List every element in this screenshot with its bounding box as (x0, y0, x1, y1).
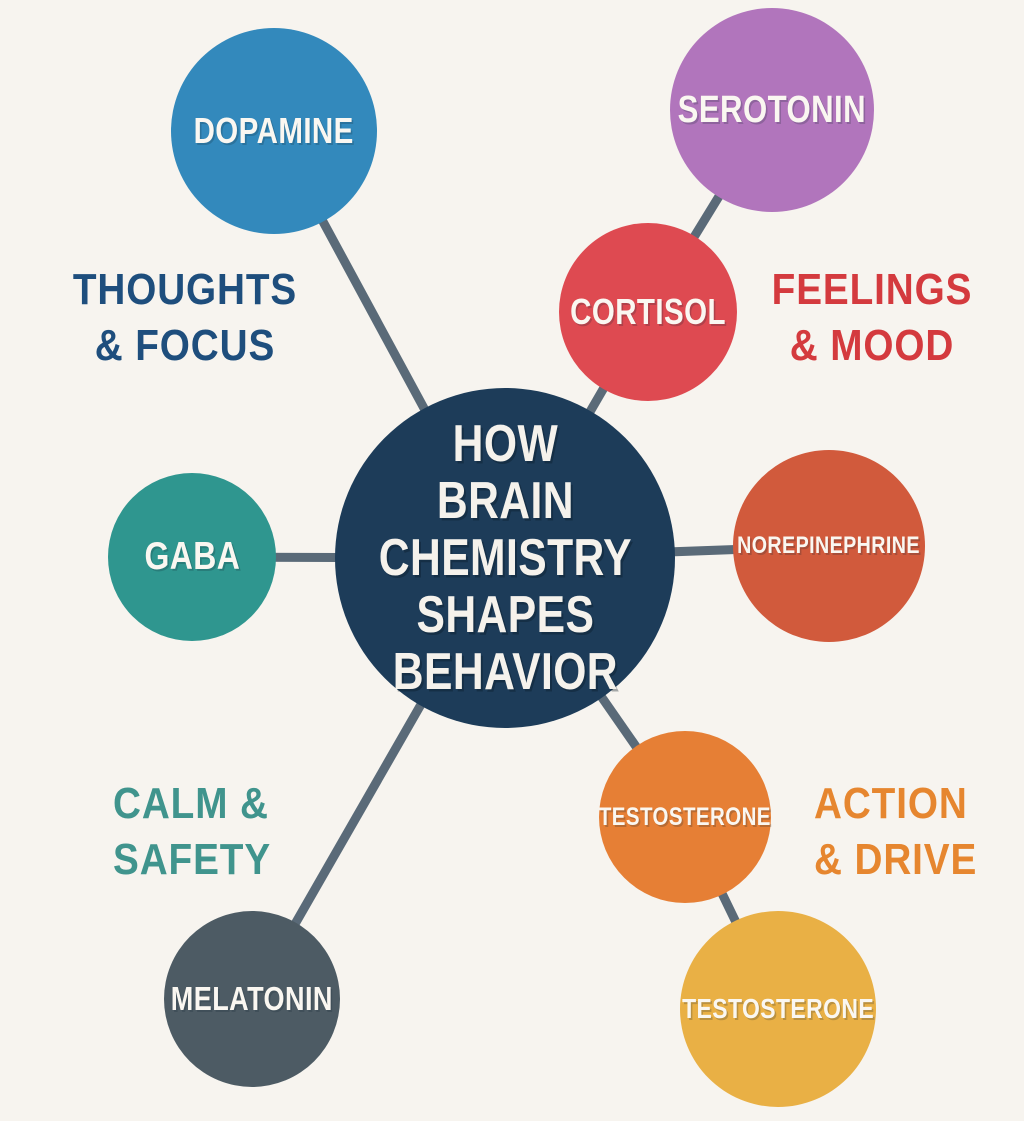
center-title-line-1: HOW (452, 414, 558, 473)
label-feelings-mood-line-1: FEELINGS (771, 265, 973, 314)
node-dopamine-label: DOPAMINE (193, 110, 355, 151)
node-melatonin-label: MELATONIN (170, 980, 334, 1017)
center-title-line-5: BEHAVIOR (392, 642, 618, 701)
node-serotonin: SEROTONIN (670, 8, 874, 212)
node-cortisol: CORTISOL (559, 223, 737, 401)
center-title-text: HOW BRAIN CHEMISTRY SHAPES BEHAVIOR (378, 414, 632, 701)
node-testosterone-yellow: TESTOSTERONE (680, 911, 876, 1107)
node-testosterone-orange: TESTOSTERONE (599, 731, 771, 903)
node-norepinephrine: NOREPINEPHRINE (733, 450, 925, 642)
label-calm-safety-line-2: SAFETY (113, 835, 272, 884)
label-thoughts-focus-line-1: THOUGHTS (72, 265, 298, 314)
label-thoughts-focus-line-2: & FOCUS (94, 321, 276, 370)
node-gaba: GABA (108, 473, 276, 641)
node-serotonin-label: SEROTONIN (677, 88, 867, 131)
node-testosterone-yellow-label: TESTOSTERONE (681, 993, 875, 1024)
node-melatonin: MELATONIN (164, 911, 340, 1087)
label-calm-safety: CALM & SAFETY (113, 776, 342, 888)
label-calm-safety-line-1: CALM & (113, 779, 269, 828)
center-title-line-3: CHEMISTRY (378, 528, 632, 587)
label-action-drive: ACTION & DRIVE (814, 776, 1008, 888)
center-title-line-4: SHAPES (416, 585, 594, 644)
node-cortisol-label: CORTISOL (570, 291, 726, 332)
node-testosterone-orange-label: TESTOSTERONE (599, 802, 771, 831)
label-thoughts-focus: THOUGHTS & FOCUS (53, 262, 317, 374)
label-feelings-mood: FEELINGS & MOOD (740, 262, 1004, 374)
label-action-drive-line-2: & DRIVE (814, 835, 978, 884)
node-norepinephrine-label: NOREPINEPHRINE (737, 532, 921, 559)
node-center-title: HOW BRAIN CHEMISTRY SHAPES BEHAVIOR (335, 388, 675, 728)
center-title-line-2: BRAIN (436, 471, 574, 530)
label-feelings-mood-line-2: & MOOD (789, 321, 955, 370)
node-gaba-label: GABA (144, 535, 240, 578)
label-action-drive-line-1: ACTION (814, 779, 968, 828)
node-dopamine: DOPAMINE (171, 28, 377, 234)
